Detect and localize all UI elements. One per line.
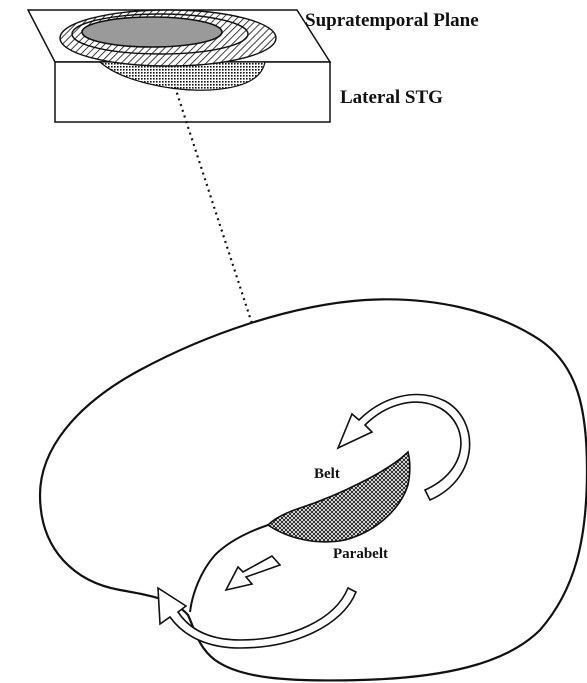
label-supratemporal-plane: Supratemporal Plane xyxy=(305,10,479,31)
label-lateral-stg: Lateral STG xyxy=(340,87,443,108)
label-parabelt: Parabelt xyxy=(333,546,388,562)
label-belt: Belt xyxy=(314,466,340,482)
core-region-top xyxy=(82,17,222,47)
